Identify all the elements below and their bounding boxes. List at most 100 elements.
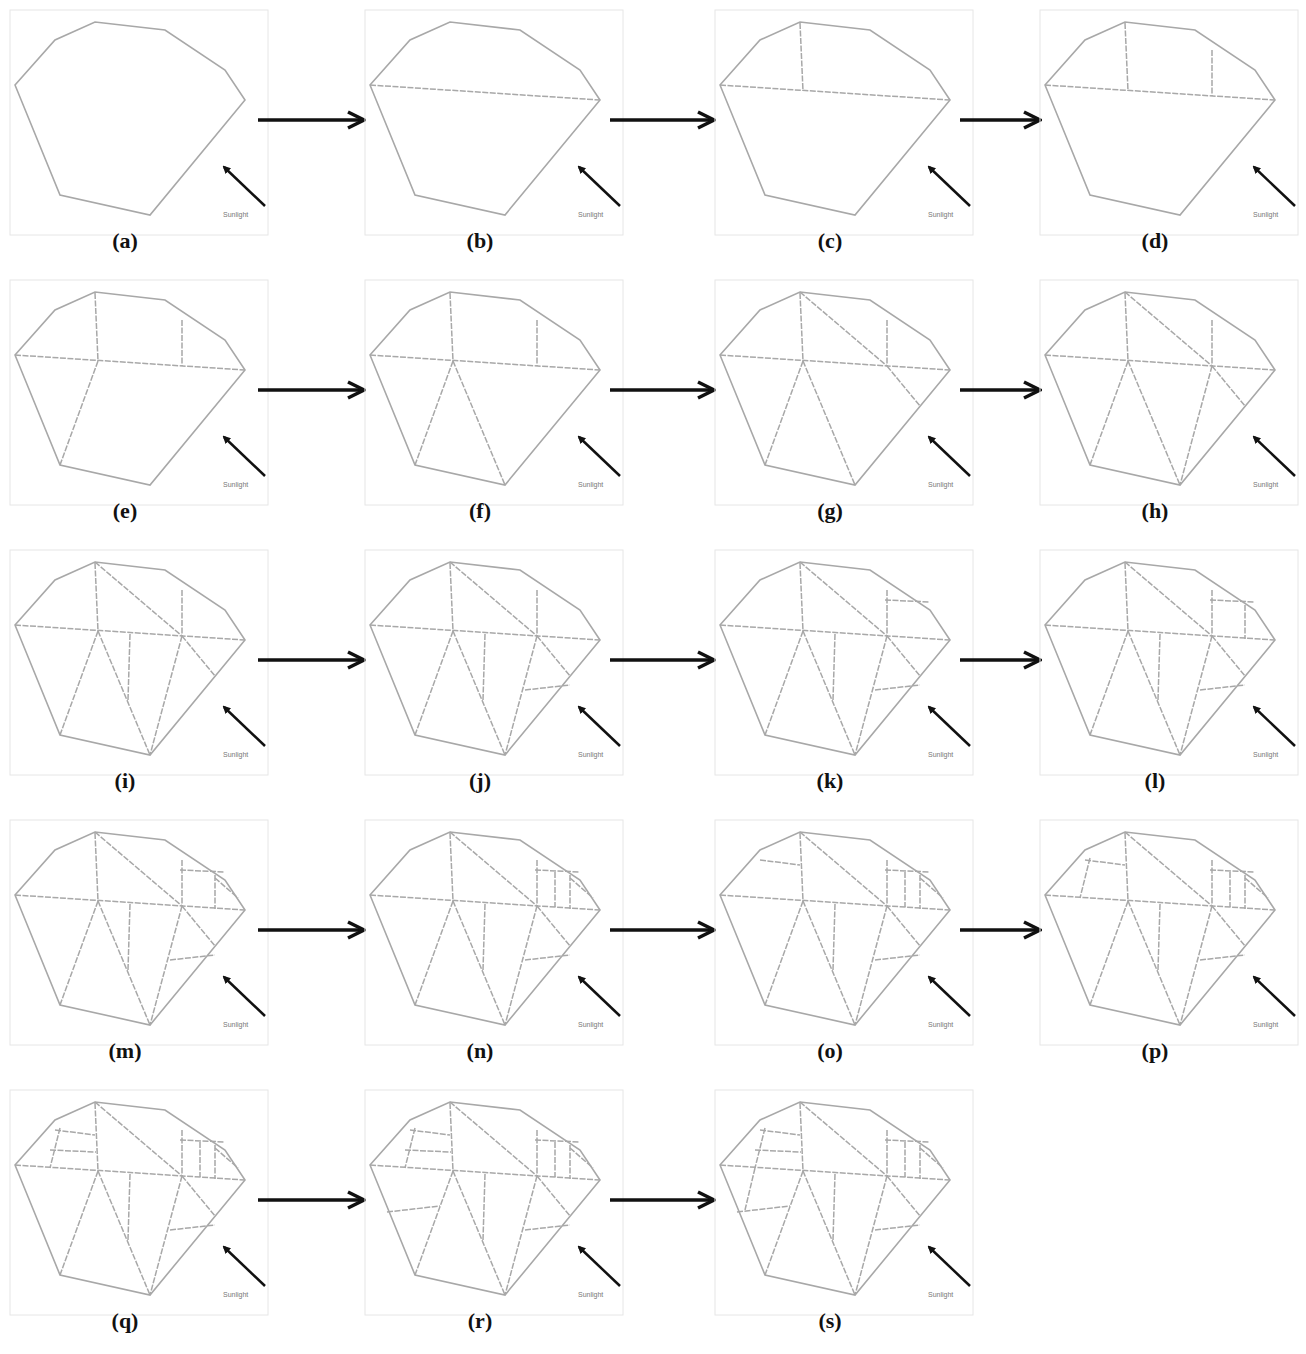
sunlight-arrow — [224, 437, 265, 476]
roof-outline — [15, 292, 245, 485]
cut-line — [60, 901, 98, 1005]
mesh-panel — [1040, 820, 1298, 1045]
cut-line — [765, 631, 803, 735]
roof-outline — [720, 562, 950, 755]
cut-line — [755, 1128, 765, 1168]
cut-line — [1045, 355, 1275, 370]
cut-line — [505, 1176, 537, 1295]
cut-line — [170, 1225, 215, 1230]
cut-line — [803, 631, 855, 755]
cut-line — [525, 685, 570, 690]
cut-line — [1212, 636, 1245, 676]
cut-line — [803, 1171, 855, 1295]
step-arrow — [960, 658, 1038, 662]
cut-line — [536, 320, 538, 366]
panel-label: (n) — [467, 1038, 494, 1064]
cut-line — [765, 361, 803, 465]
cut-line — [98, 1171, 150, 1295]
roof-outline — [370, 832, 600, 1025]
cut-line — [855, 1176, 887, 1295]
cut-line — [450, 563, 453, 631]
cut-line — [855, 906, 887, 1025]
panel-label: (r) — [468, 1308, 492, 1334]
cut-line — [453, 1171, 505, 1295]
cut-line — [1210, 870, 1255, 872]
sunlight-arrow — [929, 167, 970, 206]
mesh-panel — [715, 550, 973, 775]
sunlight-arrow — [929, 977, 970, 1016]
cut-line — [920, 878, 943, 898]
cut-line — [1158, 904, 1160, 970]
cut-line — [833, 904, 835, 970]
mesh-panel — [715, 10, 973, 235]
cut-line — [1128, 631, 1180, 755]
panel-frame — [1040, 280, 1298, 505]
cut-line — [150, 1176, 182, 1295]
cut-line — [483, 1174, 485, 1240]
panel-label: (b) — [467, 228, 494, 254]
panel-frame — [10, 280, 268, 505]
cut-line — [537, 1176, 570, 1216]
cut-line — [800, 293, 803, 361]
panel-label: (h) — [1142, 498, 1169, 524]
roof-outline — [370, 292, 600, 485]
panel-frame — [10, 820, 268, 1045]
cut-line — [199, 1142, 201, 1177]
cut-line — [150, 906, 182, 1025]
cut-line — [886, 1130, 888, 1176]
step-arrow — [610, 118, 712, 122]
roof-outline — [15, 22, 245, 215]
panel-frame — [715, 280, 973, 505]
sunlight-label: Sunlight — [1252, 1021, 1279, 1028]
cut-line — [95, 562, 182, 636]
step-arrow — [258, 658, 362, 662]
cut-line — [800, 563, 803, 631]
cut-line — [904, 872, 906, 907]
cut-line — [415, 1171, 453, 1275]
cut-line — [453, 901, 505, 1025]
sunlight-label: Sunlight — [927, 1021, 954, 1028]
cut-line — [415, 901, 453, 1005]
cut-line — [453, 361, 505, 485]
cut-line — [1090, 361, 1128, 465]
sunlight-arrow — [224, 167, 265, 206]
step-arrow — [258, 388, 362, 392]
cut-line — [1211, 320, 1213, 366]
sunlight-arrow — [1254, 437, 1295, 476]
sunlight-arrow — [224, 977, 265, 1016]
cut-line — [919, 875, 921, 909]
panel-label: (j) — [469, 768, 491, 794]
step-arrow — [258, 1198, 362, 1202]
sunlight-arrow — [1254, 707, 1295, 746]
sunlight-label: Sunlight — [577, 211, 604, 218]
step-arrow — [258, 118, 362, 122]
cut-line — [505, 906, 537, 1025]
panel-frame — [10, 10, 268, 235]
sunlight-arrow — [929, 707, 970, 746]
cut-line — [1090, 901, 1128, 1005]
sunlight-arrow — [579, 437, 620, 476]
cut-line — [1128, 901, 1180, 1025]
cut-line — [800, 292, 887, 366]
panel-frame — [1040, 550, 1298, 775]
panel-label: (s) — [818, 1308, 841, 1334]
cut-line — [128, 904, 130, 970]
sunlight-label: Sunlight — [1252, 751, 1279, 758]
cut-line — [60, 1171, 98, 1275]
panel-frame — [365, 550, 623, 775]
cut-line — [98, 631, 150, 755]
step-arrow — [960, 388, 1038, 392]
sunlight-label: Sunlight — [1252, 481, 1279, 488]
cut-line — [405, 1150, 451, 1152]
cut-line — [1245, 878, 1268, 898]
cut-line — [1211, 860, 1213, 906]
cut-line — [170, 955, 215, 960]
cut-line — [95, 832, 182, 906]
cut-line — [525, 1225, 570, 1230]
cut-line — [1125, 833, 1128, 901]
step-arrow — [610, 1198, 712, 1202]
cut-line — [1244, 875, 1246, 909]
cut-line — [15, 355, 245, 370]
cut-line — [875, 955, 920, 960]
cut-line — [525, 955, 570, 960]
